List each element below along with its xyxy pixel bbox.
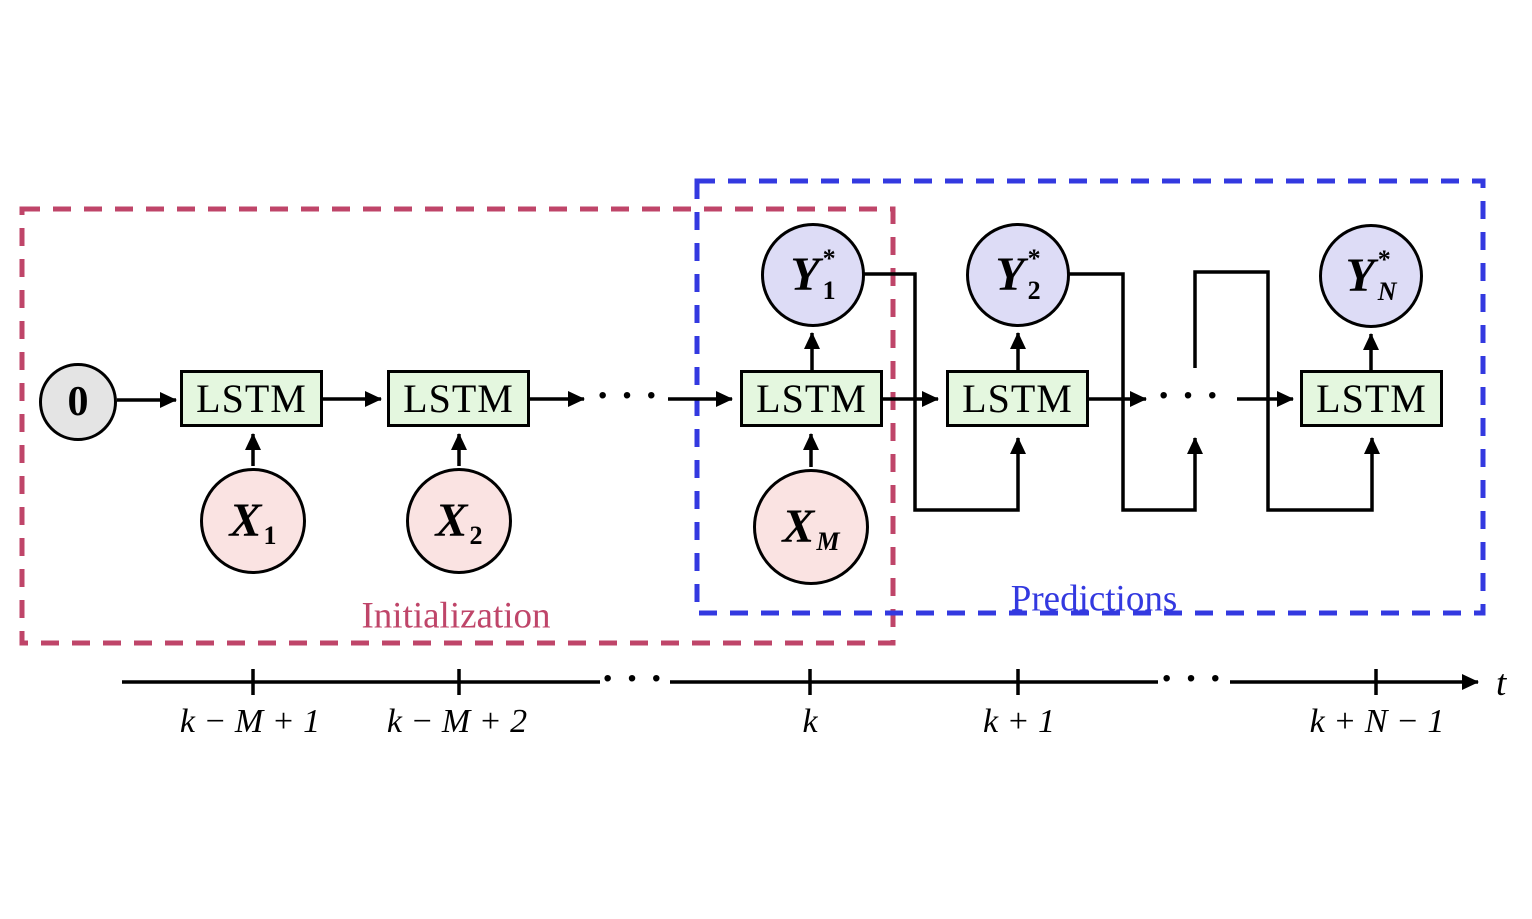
- lstm-cell-k: LSTM: [740, 370, 883, 427]
- input-x1-label: X: [229, 494, 262, 547]
- tick-label-k1: k + 1: [982, 703, 1056, 740]
- input-circle-x1: X 1: [200, 468, 306, 574]
- feedback-connections: [864, 270, 1380, 512]
- ellipsis-axis-2: ···: [1159, 655, 1234, 701]
- initial-state-label: 0: [67, 379, 89, 425]
- lstm-cell-1: LSTM: [180, 370, 323, 427]
- initialization-label: Initialization: [361, 595, 551, 637]
- prediction-circle-y1: Y * 1: [761, 223, 865, 327]
- prediction-y2-star: *: [1027, 244, 1041, 273]
- prediction-yN-subscript: N: [1377, 277, 1397, 306]
- lstm-cell-kN: LSTM: [1300, 370, 1443, 427]
- prediction-yN-label: Y: [1345, 249, 1375, 302]
- lstm-cell-2: LSTM: [387, 370, 530, 427]
- ellipsis-hidden-row-1: ···: [595, 372, 670, 418]
- tick-label-k: k: [802, 703, 818, 740]
- lstm-cell-label: LSTM: [756, 376, 867, 421]
- tick-label-kN1: k + N − 1: [1309, 703, 1445, 740]
- prediction-y1-subscript: 1: [822, 276, 836, 305]
- axis-variable-label: t: [1496, 663, 1507, 704]
- input-x1-subscript: 1: [263, 521, 277, 550]
- lstm-cell-label: LSTM: [196, 376, 307, 421]
- lstm-cell-k1: LSTM: [946, 370, 1089, 427]
- input-arrows: [245, 433, 819, 467]
- ellipsis-hidden-row-2: ···: [1156, 372, 1231, 418]
- input-x2-subscript: 2: [469, 521, 483, 550]
- time-axis: [122, 669, 1479, 695]
- lstm-cell-label: LSTM: [403, 376, 514, 421]
- initial-state-node: 0: [39, 363, 117, 441]
- prediction-circle-yN: Y * N: [1319, 224, 1423, 328]
- tick-label-k-M-1: k − M + 1: [179, 703, 321, 740]
- prediction-yN-star: *: [1377, 245, 1391, 274]
- prediction-circle-y2: Y * 2: [966, 223, 1070, 327]
- prediction-y1-label: Y: [790, 248, 820, 301]
- input-circle-x2: X 2: [406, 468, 512, 574]
- input-circle-xM: X M: [753, 469, 869, 585]
- prediction-y2-label: Y: [995, 248, 1025, 301]
- input-xM-label: X: [782, 500, 815, 553]
- input-x2-label: X: [435, 494, 468, 547]
- output-arrows: [804, 332, 1379, 370]
- predictions-label: Predictions: [1010, 578, 1178, 620]
- prediction-y2-subscript: 2: [1027, 276, 1041, 305]
- prediction-y1-star: *: [822, 244, 836, 273]
- input-xM-subscript: M: [816, 527, 840, 556]
- lstm-cell-label: LSTM: [962, 376, 1073, 421]
- lstm-cell-label: LSTM: [1316, 376, 1427, 421]
- tick-label-k-M-2: k − M + 2: [386, 703, 528, 740]
- ellipsis-axis-1: ···: [600, 655, 675, 701]
